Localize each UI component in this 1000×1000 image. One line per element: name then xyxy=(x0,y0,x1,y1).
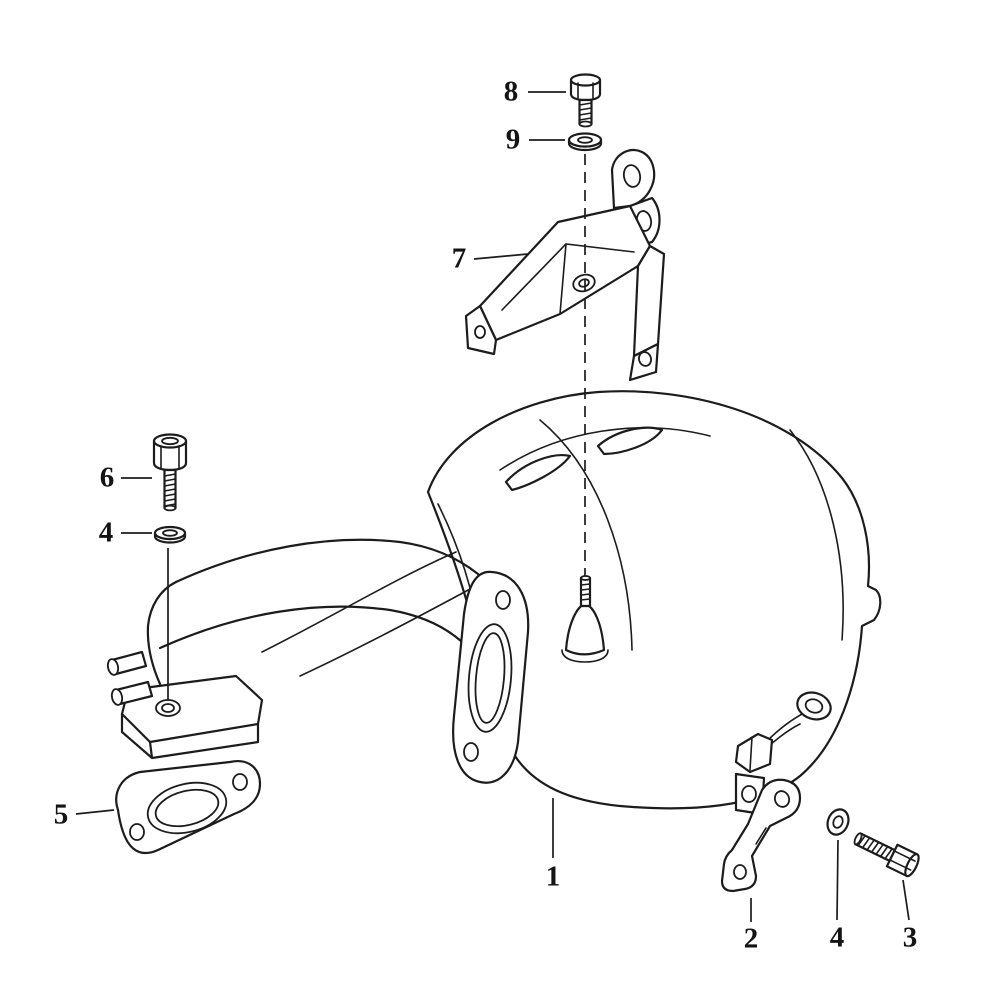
leader-line-3 xyxy=(902,879,910,921)
gasket-port-bead xyxy=(154,788,220,828)
center-flange-top-hole xyxy=(495,590,511,610)
bracket-left-foot-hole xyxy=(474,325,486,339)
part-5-gasket xyxy=(115,760,262,855)
bolt6-socket xyxy=(161,436,179,446)
callout-label-1: 1 xyxy=(545,860,561,893)
fitting-hex-nut xyxy=(734,732,774,774)
stud-top xyxy=(580,575,591,581)
stud-shaft xyxy=(579,576,592,608)
bolt3-tip xyxy=(853,832,863,846)
leader-lines xyxy=(75,91,910,922)
fitting-boss-bore xyxy=(804,698,824,714)
bolt6-tip xyxy=(163,504,177,512)
callout-label-9: 9 xyxy=(505,123,521,156)
bolt6-threads xyxy=(163,473,177,507)
part-1-intake-manifold xyxy=(106,390,882,816)
washer4l-hole xyxy=(162,529,178,537)
part-4-washer-left xyxy=(153,525,187,544)
bolt3-head-facets xyxy=(890,850,916,871)
bolt8-head-facets xyxy=(577,82,594,99)
manifold-runner-contour-3 xyxy=(789,429,844,641)
gasket-bolt-hole-left xyxy=(129,823,145,841)
bolt8-threads xyxy=(578,102,593,121)
leader-line-5 xyxy=(75,809,115,815)
strap-bend-line xyxy=(755,827,767,845)
left-flange-bolt-bore xyxy=(161,703,175,713)
part-4-washer-right xyxy=(826,808,850,836)
bracket-bend-lines xyxy=(501,243,635,315)
callout-label-4-left: 4 xyxy=(98,516,114,549)
strap-lower-hole xyxy=(733,864,747,880)
manifold-slot-opening-2 xyxy=(596,426,664,456)
fitting-hex-facet xyxy=(749,736,753,771)
bolt6-head-facets xyxy=(160,445,180,469)
part-7-support-bracket xyxy=(464,148,666,382)
callout-label-4-right: 4 xyxy=(829,921,845,954)
manifold-runner-contour-1 xyxy=(499,427,711,471)
washer4r-hole xyxy=(832,815,844,829)
part-8-hex-bolt xyxy=(569,73,602,128)
crossing-runner-top xyxy=(261,551,457,653)
left-stud-upper-end xyxy=(106,658,120,676)
part-9-washer xyxy=(567,132,603,152)
stud-threads xyxy=(580,583,591,601)
manifold-slot-opening-1 xyxy=(504,454,572,492)
gasket-bolt-hole-right xyxy=(232,773,248,791)
center-flange-port-bore xyxy=(474,632,506,724)
bracket-main-plate xyxy=(478,204,652,342)
callout-label-2: 2 xyxy=(743,922,759,955)
bolt3-head-end xyxy=(904,853,920,878)
part-2-bracket-strap xyxy=(720,778,802,893)
callout-label-3: 3 xyxy=(902,921,918,954)
callout-label-5: 5 xyxy=(53,798,69,831)
leader-line-4-right xyxy=(836,839,839,921)
part-6-socket-bolt xyxy=(152,433,188,512)
part-3-hex-bolt xyxy=(853,832,920,878)
bolt8-tip xyxy=(578,120,593,128)
bracket-right-foot-hole xyxy=(638,351,652,367)
center-flange-bottom-hole xyxy=(463,742,479,762)
bolt3-threads xyxy=(857,834,893,860)
leader-line-7 xyxy=(473,253,529,260)
washer9-hole xyxy=(577,136,593,144)
stud-boss-cone xyxy=(564,602,606,656)
manifold-bottom-tab-hole xyxy=(741,785,757,803)
stud-boss-base xyxy=(561,649,609,663)
left-runner-bottom-edge xyxy=(158,605,472,652)
left-flange-thickness xyxy=(120,712,260,760)
manifold-runner-contour-2 xyxy=(539,419,633,651)
callout-label-7: 7 xyxy=(451,242,467,275)
callout-label-6: 6 xyxy=(99,461,115,494)
left-runner-top-edge xyxy=(174,538,480,584)
crossing-runner-bottom xyxy=(299,587,473,677)
strap-upper-hole xyxy=(773,790,791,808)
left-stud-lower-end xyxy=(110,688,124,706)
bracket-top-ear-hole xyxy=(622,164,642,188)
left-runner-elbow xyxy=(146,580,178,686)
bolt8-head-top xyxy=(569,73,602,87)
callout-label-8: 8 xyxy=(503,75,519,108)
